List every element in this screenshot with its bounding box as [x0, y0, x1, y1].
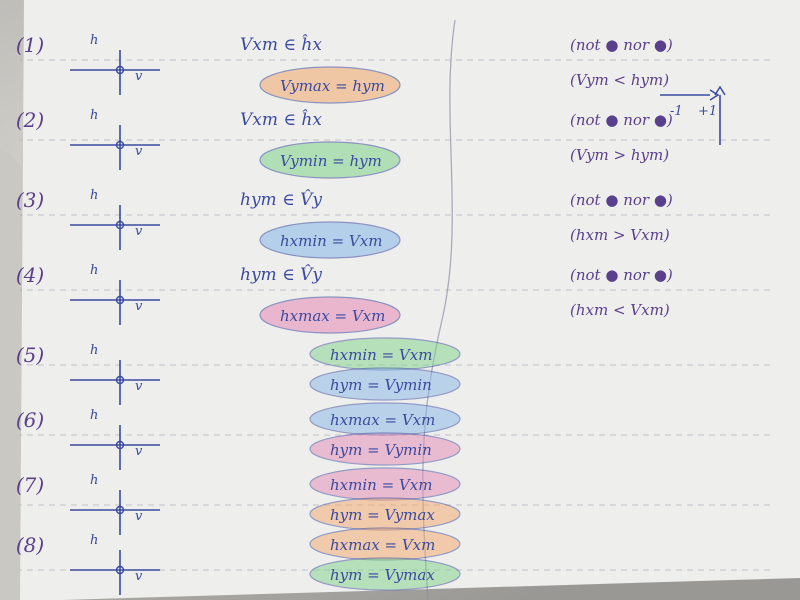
- case-assign-4: hxmax = Vxm: [280, 307, 385, 325]
- sketch-joint-6: [115, 440, 125, 450]
- case-rule-4: hym ∈ V̂y: [240, 265, 322, 285]
- sketch-v-label-2: v: [135, 144, 143, 159]
- assign-highlight-2: [259, 141, 401, 179]
- case-line2-7: hym = Vymax: [330, 506, 435, 524]
- sketch-v-label-1: v: [135, 69, 143, 84]
- sketch-h-label-8: h: [90, 533, 98, 548]
- case-compare-2: (Vym > hym): [570, 146, 669, 164]
- sketch-v-label-6: v: [135, 444, 143, 459]
- case-line1-7: hxmin = Vxm: [330, 476, 432, 494]
- sketch-h-label-4: h: [90, 263, 98, 278]
- sketch-v-label-5: v: [135, 379, 143, 394]
- sketch-joint-2: [115, 140, 125, 150]
- assign-highlight-4: [259, 296, 401, 334]
- sketch-joint-5: [115, 375, 125, 385]
- case-assign-3: hxmin = Vxm: [280, 232, 382, 250]
- case-rule-2: Vxm ∈ ĥx: [240, 109, 322, 130]
- sketch-h-label-5: h: [90, 343, 98, 358]
- line2-highlight-8: [309, 557, 461, 591]
- case-label-5: (5): [16, 343, 44, 367]
- case-line2-5: hym = Vymin: [330, 376, 432, 394]
- assign-highlight-1: [259, 66, 401, 104]
- sketch-joint-1: [115, 65, 125, 75]
- case-label-4: (4): [16, 263, 44, 287]
- sketch-joint-4: [115, 295, 125, 305]
- sketch-h-label-3: h: [90, 188, 98, 203]
- line2-highlight-5: [309, 367, 461, 401]
- legend-minus-label: -1: [670, 104, 683, 119]
- case-line1-5: hxmin = Vxm: [330, 346, 432, 364]
- case-cond-4: (not ● nor ●): [570, 266, 673, 284]
- paper-sheet: [20, 0, 800, 600]
- sketch-h-label-6: h: [90, 408, 98, 423]
- case-compare-4: (hxm < Vxm): [570, 301, 670, 319]
- case-label-6: (6): [16, 408, 44, 432]
- case-label-2: (2): [16, 108, 44, 132]
- case-compare-1: (Vym < hym): [570, 71, 669, 89]
- sketch-h-label-1: h: [90, 33, 98, 48]
- case-label-3: (3): [16, 188, 44, 212]
- wavy-separator: [422, 19, 456, 600]
- line2-highlight-6: [309, 432, 461, 466]
- sketch-joint-7: [115, 505, 125, 515]
- sketch-joint-3: [115, 220, 125, 230]
- case-label-1: (1): [16, 33, 44, 57]
- sketch-v-label-4: v: [135, 299, 143, 314]
- case-rule-1: Vxm ∈ ĥx: [240, 34, 322, 55]
- sketch-v-label-7: v: [135, 509, 143, 524]
- case-compare-3: (hxm > Vxm): [570, 226, 670, 244]
- case-line2-8: hym = Vymax: [330, 566, 435, 584]
- case-line2-6: hym = Vymin: [330, 441, 432, 459]
- case-line1-6: hxmax = Vxm: [330, 411, 435, 429]
- case-cond-1: (not ● nor ●): [570, 36, 673, 54]
- sketch-joint-8: [115, 565, 125, 575]
- sketch-h-label-7: h: [90, 473, 98, 488]
- sketch-h-label-2: h: [90, 108, 98, 123]
- sketch-v-label-8: v: [135, 569, 143, 584]
- assign-highlight-3: [259, 221, 401, 259]
- legend-arrowhead-up: [714, 85, 726, 96]
- case-cond-2: (not ● nor ●): [570, 111, 673, 129]
- case-cond-3: (not ● nor ●): [570, 191, 673, 209]
- case-rule-3: hym ∈ V̂y: [240, 190, 322, 210]
- legend-arrowhead-left: [709, 89, 720, 101]
- case-line1-8: hxmax = Vxm: [330, 536, 435, 554]
- sketch-v-label-3: v: [135, 224, 143, 239]
- legend-plus-label: +1: [698, 104, 717, 119]
- case-assign-2: Vymin = hym: [280, 152, 382, 170]
- case-assign-1: Vymax = hym: [280, 77, 385, 95]
- case-label-7: (7): [16, 473, 44, 497]
- case-label-8: (8): [16, 533, 44, 557]
